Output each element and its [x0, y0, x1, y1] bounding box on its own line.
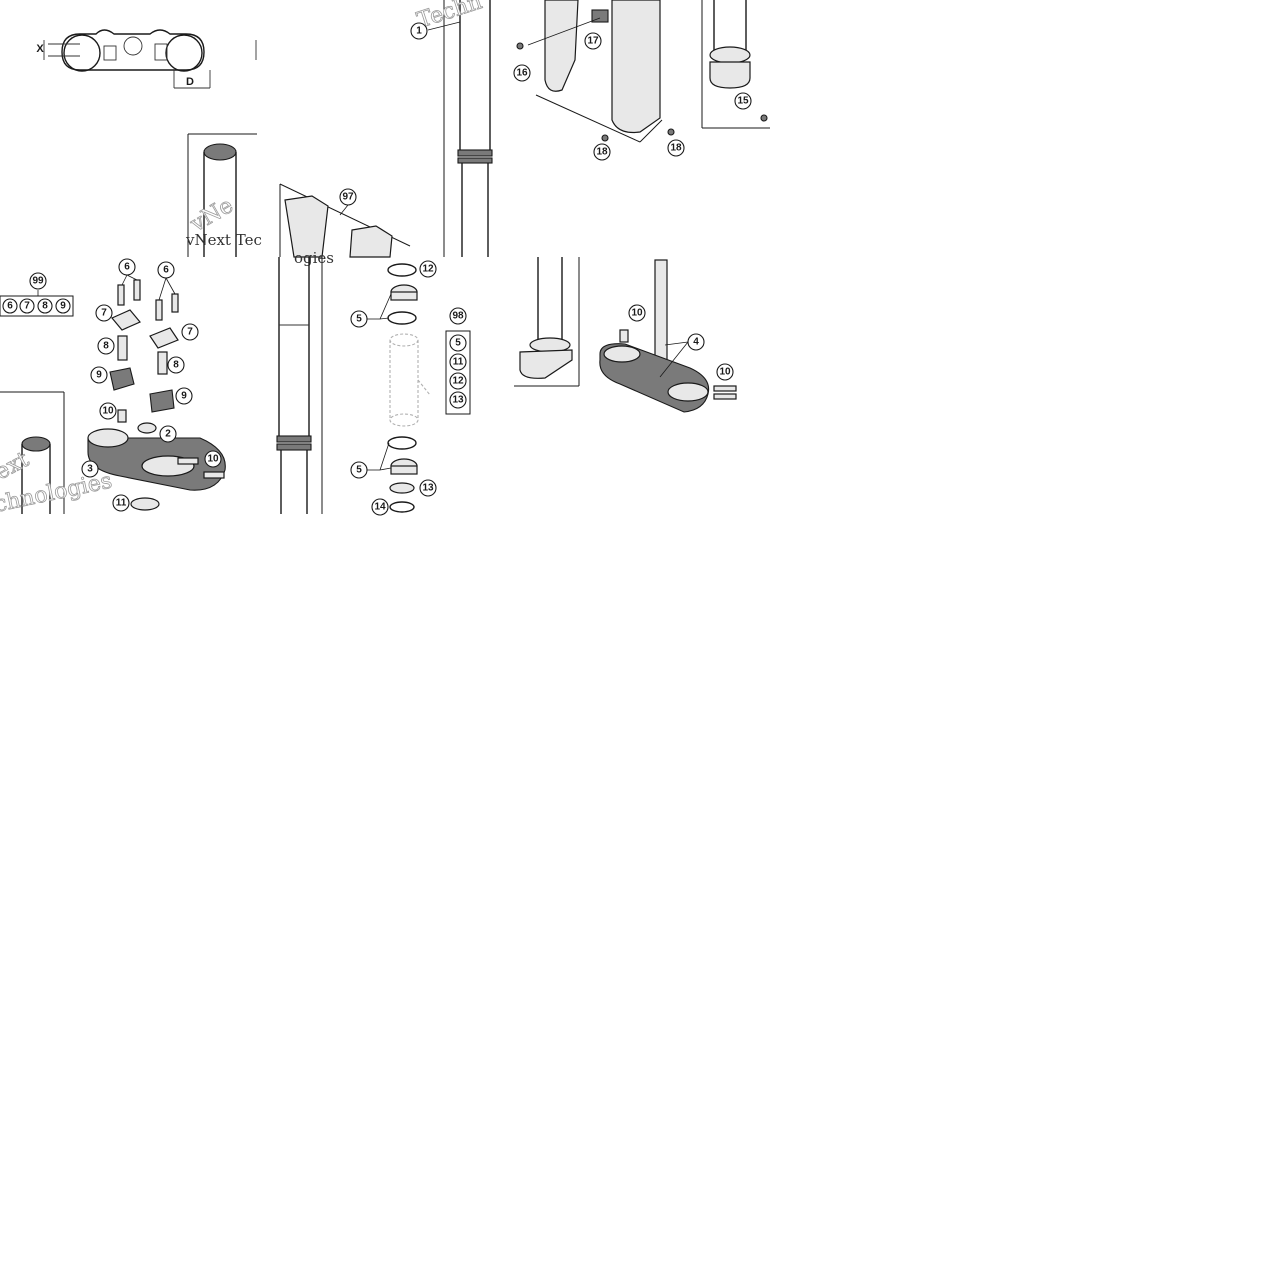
callout-label-8-left: 8 — [103, 341, 109, 352]
callout-label-9-left: 9 — [96, 370, 102, 381]
callout-label-8-right: 8 — [173, 360, 179, 371]
callout-label-1: 1 — [416, 26, 422, 37]
dimension-x-label: X — [36, 43, 44, 55]
callout-label-15: 15 — [737, 96, 749, 107]
callout-label-14: 14 — [374, 502, 386, 513]
axle-clamp-right-upper — [701, 0, 770, 129]
callout-label-97: 97 — [342, 192, 354, 203]
callout-label-7-left: 7 — [101, 308, 107, 319]
handlebar-clamp-hardware — [109, 279, 179, 434]
callout-label-16: 16 — [516, 68, 528, 79]
callout-label-5-upper: 5 — [356, 314, 362, 325]
callout-label-kit-9: 9 — [60, 301, 66, 312]
callout-label-18-left: 18 — [596, 147, 608, 158]
callout-label-kit-5: 5 — [455, 338, 461, 349]
watermark-text-2: vNext Tec — [185, 231, 262, 249]
callout-label-99: 99 — [32, 276, 44, 287]
callout-label-kit-11: 11 — [453, 357, 464, 368]
callout-label-13-seal: 13 — [422, 483, 434, 494]
lower-triple-clamp — [87, 428, 226, 491]
fork-tube-center — [276, 257, 323, 514]
callout-label-10-stem: 10 — [631, 308, 643, 319]
watermark-text-4: ogies — [294, 249, 334, 267]
callout-label-98: 98 — [452, 311, 464, 322]
callout-label-kit-13: 13 — [452, 395, 464, 406]
axle-clamp-right-lower — [514, 257, 580, 387]
lower-fork-leg-assembly — [516, 0, 675, 143]
callout-layer: 1 17 16 15 18 18 97 99 6 7 8 9 6 6 7 — [2, 21, 752, 516]
callout-label-6-left: 6 — [124, 262, 130, 273]
dimension-d-label: D — [186, 76, 194, 88]
triple-clamp-dimension-view: X D — [36, 29, 257, 89]
callout-label-11-washer: 11 — [116, 498, 127, 509]
watermark-text-5: ext — [0, 447, 33, 485]
callout-label-6-right: 6 — [163, 265, 169, 276]
callout-label-kit-7: 7 — [24, 301, 30, 312]
callout-label-9-right: 9 — [181, 391, 187, 402]
callout-label-7-right: 7 — [187, 327, 193, 338]
callout-label-kit-6: 6 — [7, 301, 13, 312]
callout-label-5-lower: 5 — [356, 465, 362, 476]
callout-label-17: 17 — [587, 36, 599, 47]
callout-label-10-lower-clamp: 10 — [719, 367, 731, 378]
callout-label-10-clamp: 10 — [207, 454, 219, 465]
fork-leg-right-upper: Techn — [414, 0, 493, 257]
hardware-kit-bracket — [0, 290, 74, 317]
callout-label-2: 2 — [165, 429, 171, 440]
callout-label-10-bolt: 10 — [102, 406, 114, 417]
steering-bearing-stack — [387, 263, 471, 513]
callout-label-4: 4 — [693, 337, 699, 348]
fork-guard-set: ogies — [279, 183, 411, 267]
callout-label-18-right: 18 — [670, 143, 682, 154]
fork-tube-upper-left: vNe vNext Tec — [185, 133, 262, 257]
steering-stem-clamp — [599, 259, 737, 413]
callout-label-12-ring: 12 — [422, 264, 434, 275]
washer-part-11 — [130, 497, 160, 511]
callout-label-3: 3 — [87, 464, 93, 475]
callout-label-kit-12: 12 — [452, 376, 464, 387]
callout-label-kit-8: 8 — [42, 301, 48, 312]
